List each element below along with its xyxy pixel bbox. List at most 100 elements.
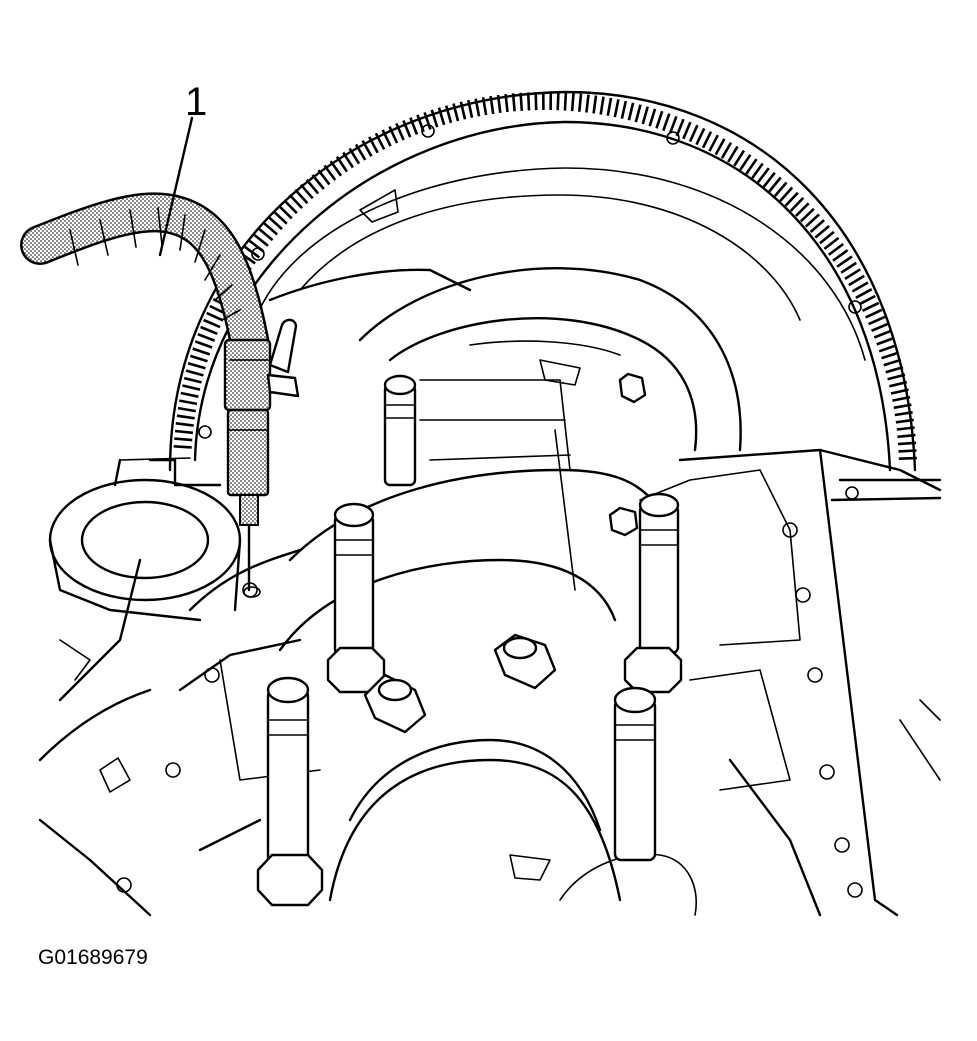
gear-tooth xyxy=(844,268,861,281)
gear-tooth xyxy=(578,93,583,112)
gear-tooth xyxy=(828,242,844,256)
cap-side-bolt-right xyxy=(493,633,557,690)
gear-tooth xyxy=(459,101,467,120)
gear-tooth xyxy=(180,391,199,398)
bore-housing xyxy=(48,457,242,622)
gear-tooth xyxy=(592,95,598,114)
gear-tooth xyxy=(682,121,692,140)
gear-tooth xyxy=(452,103,460,122)
gear-tooth xyxy=(190,354,208,363)
gear-tooth xyxy=(585,94,590,113)
gear-tooth xyxy=(496,94,502,114)
gear-tooth xyxy=(200,325,218,336)
gear-tooth xyxy=(773,181,788,198)
gear-tooth xyxy=(799,207,815,223)
gear-tooth xyxy=(641,106,649,125)
cap-side-bolt-left xyxy=(363,673,427,734)
gear-tooth xyxy=(878,344,897,353)
gear-tooth xyxy=(395,122,405,141)
gear-tooth xyxy=(361,139,373,157)
gear-tooth xyxy=(206,311,224,322)
gear-tooth xyxy=(402,120,412,138)
gear-tooth xyxy=(174,429,194,435)
gear-tooth xyxy=(695,127,706,146)
gear-tooth xyxy=(179,399,198,406)
gear-tooth xyxy=(305,178,320,195)
gear-tooth xyxy=(437,107,446,126)
gear-tooth xyxy=(257,227,274,242)
gear-tooth xyxy=(335,155,348,173)
gear-tooth xyxy=(620,100,628,119)
gear-tooth xyxy=(840,261,857,274)
gear-tooth xyxy=(534,92,538,111)
crankshaft-flange xyxy=(268,267,742,452)
gear-tooth xyxy=(873,329,892,339)
gear-tooth xyxy=(627,102,635,121)
gear-tooth xyxy=(388,126,399,144)
gear-tooth xyxy=(185,369,204,377)
gear-tooth xyxy=(197,332,216,342)
gear-tooth xyxy=(789,196,805,212)
gear-tooth xyxy=(855,288,873,299)
gear-tooth xyxy=(784,191,799,207)
gear-tooth xyxy=(868,315,886,326)
gear-tooth xyxy=(881,351,900,360)
gear-tooth xyxy=(277,204,293,220)
gear-tooth xyxy=(823,236,840,250)
gear-tooth xyxy=(381,129,392,147)
gear-tooth xyxy=(262,221,279,236)
callout-label-1: 1 xyxy=(185,80,207,124)
gear-tooth xyxy=(794,202,810,217)
gear-tooth xyxy=(174,437,193,442)
gear-tooth xyxy=(474,98,481,117)
gear-tooth xyxy=(892,395,911,402)
gear-tooth xyxy=(342,151,354,169)
callout-leader-1 xyxy=(158,116,194,257)
gear-tooth xyxy=(768,176,782,193)
gear-tooth xyxy=(896,426,915,431)
gear-tooth xyxy=(556,92,560,111)
gear-tooth xyxy=(253,233,269,247)
gear-tooth xyxy=(897,433,916,439)
valve-lever xyxy=(266,318,300,398)
gear-tooth xyxy=(283,199,298,215)
gear-tooth xyxy=(634,104,642,123)
ring-gear-teeth xyxy=(173,91,917,460)
gear-tooth xyxy=(176,414,195,420)
gear-tooth xyxy=(668,115,678,134)
gear-tooth xyxy=(409,117,419,135)
gear-tooth xyxy=(194,340,213,349)
gear-tooth xyxy=(526,92,531,111)
gear-tooth xyxy=(688,124,699,143)
gear-tooth xyxy=(865,308,883,319)
gear-tooth xyxy=(354,143,367,161)
gear-tooth xyxy=(467,99,474,118)
gear-tooth xyxy=(804,213,820,228)
tool-probe-fitting xyxy=(223,338,272,598)
gear-tooth xyxy=(481,97,488,116)
gear-tooth xyxy=(570,92,575,112)
gear-tooth xyxy=(323,164,337,181)
gear-tooth xyxy=(299,183,314,200)
gear-tooth xyxy=(851,281,869,293)
gear-tooth xyxy=(870,322,889,332)
gear-tooth xyxy=(895,418,914,424)
main-cap-stud-right-rear xyxy=(623,492,683,694)
gear-tooth xyxy=(329,160,343,177)
gear-tooth xyxy=(887,373,906,381)
gear-tooth xyxy=(756,167,770,184)
gear-tooth xyxy=(898,449,917,453)
gear-tooth xyxy=(809,219,825,233)
gear-tooth xyxy=(832,249,849,262)
gear-tooth xyxy=(175,422,194,427)
gear-tooth xyxy=(511,93,516,112)
gear-tooth xyxy=(563,92,568,111)
gear-tooth xyxy=(348,147,361,165)
gear-tooth xyxy=(876,336,895,346)
gear-tooth xyxy=(606,97,613,116)
gear-tooth xyxy=(898,441,917,446)
gear-tooth xyxy=(613,99,620,118)
gear-tooth xyxy=(177,406,197,413)
gear-tooth xyxy=(374,132,386,150)
gear-tooth xyxy=(727,145,739,163)
